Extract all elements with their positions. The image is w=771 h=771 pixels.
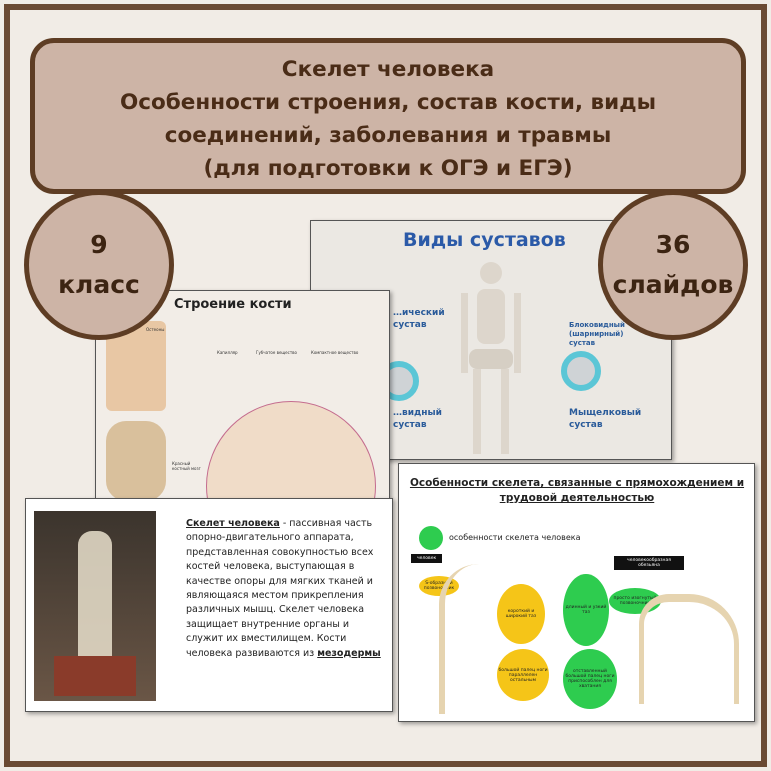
bone-label: Губчатое вещество (256, 350, 297, 355)
joint-label: Блоковидный (шарнирный) сустав (569, 321, 625, 347)
slides-count-badge: 36 слайдов (598, 190, 748, 340)
slide-features-preview: Особенности скелета, связанные с прямохо… (398, 463, 755, 722)
bone-label: Капилляр (217, 350, 238, 355)
grade-label: класс (58, 270, 140, 299)
skeleton-illustration (461, 262, 521, 454)
ape-label: человекообразная обезьяна (614, 556, 684, 570)
slide-title: Строение кости (174, 297, 292, 312)
title-line: (для подготовки к ОГЭ и ЕГЭ) (203, 156, 573, 181)
slide-title: Виды суставов (403, 229, 566, 251)
human-skeleton-illustration (439, 564, 489, 714)
term: Скелет человека (186, 518, 280, 529)
slides-label: слайдов (612, 270, 734, 299)
note: отставленный большой палец ноги приспосо… (563, 649, 617, 709)
title-line: Скелет человека (281, 57, 495, 82)
femur-illustration (106, 421, 166, 499)
slide-skeleton-definition-preview: Скелет человека - пассивная часть опорно… (25, 498, 393, 712)
bone-label: Компактное вещество (311, 350, 359, 355)
body: - пассивная часть опорно-двигательного а… (186, 518, 374, 659)
virus-icon (419, 526, 443, 550)
slide-title: Особенности скелета, связанные с прямохо… (409, 477, 745, 504)
bone-label: Красный костный мозг (172, 461, 201, 471)
joint-icon (561, 351, 601, 391)
grade-badge: 9 класс (24, 190, 174, 340)
note: большой палец ноги параллелен остальным (497, 649, 549, 701)
term: мезодермы (317, 647, 381, 659)
joint-label: …видный сустав (393, 408, 442, 430)
note: длинный и узкий таз (563, 574, 609, 646)
ape-skeleton-illustration (639, 594, 739, 704)
title-line: Особенности строения, состав кости, виды (119, 90, 657, 115)
joint-label: …ический сустав (393, 308, 445, 330)
bone-zoom-illustration (206, 401, 376, 499)
bone-label: Остеоны (146, 327, 165, 332)
grade-number: 9 (90, 230, 108, 259)
slide-bone-structure-preview: Строение кости Остеоны Капилляр Губчатое… (95, 290, 390, 500)
joint-label: Мыщелковый сустав (569, 408, 642, 430)
title-line: соединений, заболевания и травмы (164, 123, 612, 148)
note: короткий и широкий таз (497, 584, 545, 644)
outer-frame (4, 4, 767, 767)
definition-text: Скелет человека - пассивная часть опорно… (186, 517, 386, 661)
slides-number: 36 (655, 230, 691, 259)
title-banner: Скелет человека Особенности строения, со… (30, 38, 746, 194)
slide-subtitle: особенности скелета человека (449, 533, 581, 542)
skeleton-photo (34, 511, 156, 701)
human-label: человек (411, 554, 443, 563)
